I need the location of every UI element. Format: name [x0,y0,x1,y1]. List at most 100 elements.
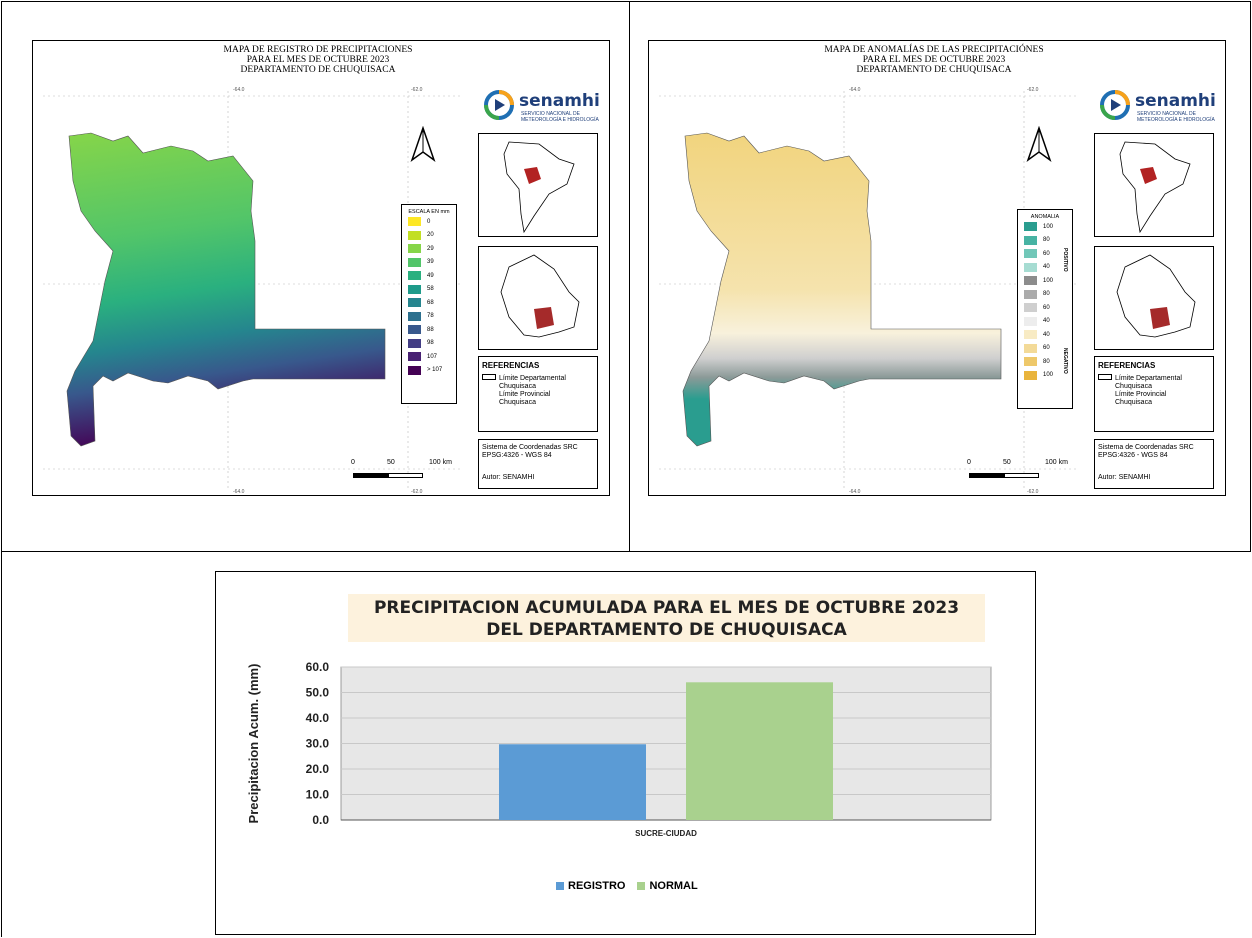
chart-title-box: PRECIPITACION ACUMULADA PARA EL MES DE O… [348,594,985,642]
legend-value: 0 [427,218,431,225]
y-axis-label: Precipitacion Acum. (mm) [246,664,261,824]
tick-label: -64.0 [233,87,245,93]
y-tick-label: 20.0 [306,762,330,776]
bar-registro [499,744,646,820]
legend-title: ESCALA EN mm [408,209,450,215]
legend-swatch [1024,357,1037,367]
legend-value: 20 [427,232,434,239]
ref-dept: Límite Departamental [499,375,566,382]
references-box: REFERENCIAS Límite Departamental Chuquis… [478,356,598,432]
ref-prov-sub: Chuquisaca [499,399,536,406]
map-title: MAPA DE ANOMALÍAS DE LAS PRECIPITACIÓNES… [794,45,1074,75]
legend-row: 100 [1018,274,1072,288]
y-tick-label: 60.0 [306,660,330,674]
legend-row: 0 [402,215,456,229]
legend-label: REGISTRO [568,880,626,892]
legend-value: 98 [427,340,434,347]
legend-row: 80 [1018,234,1072,248]
coord-line-2: EPSG:4326 - WGS 84 [1098,452,1168,459]
legend-row: 58 [402,283,456,297]
legend-row: 98 [402,337,456,351]
legend-swatch [408,352,421,362]
legend-swatch [1024,343,1037,353]
coordinate-box: Sistema de Coordenadas SRC EPSG:4326 - W… [478,439,598,489]
ref-prov-sub: Chuquisaca [1115,399,1152,406]
tick-label: -62.0 [1027,87,1039,93]
legend-row: 60 [1018,247,1072,261]
legend-value: 60 [1043,304,1050,311]
legend-row: 40 [1018,328,1072,342]
scale-label-0: 0 [351,459,355,466]
legend-row: 40 [1018,261,1072,275]
legend-swatch [408,230,421,240]
ref-prov: Límite Provincial [1115,391,1167,398]
legend-value: 49 [427,272,434,279]
legend-value: > 107 [427,367,443,374]
map-title-line-3: DEPARTAMENTO DE CHUQUISACA [240,65,396,75]
scale-label-0: 0 [967,459,971,466]
tick-label: -64.0 [233,489,245,495]
legend-value: 58 [427,286,434,293]
legend-item-normal: NORMAL [637,880,698,892]
legend-row: 20 [402,229,456,243]
precipitation-chart: PRECIPITACION ACUMULADA PARA EL MES DE O… [215,571,1036,935]
legend-row: 39 [402,256,456,270]
map-canvas [659,91,1079,491]
legend-value: 100 [1043,277,1054,284]
legend-value: 39 [427,259,434,266]
legend-value: 40 [1043,331,1050,338]
scale-label-50: 50 [1003,459,1011,466]
scale-bar: 0 50 100 km [351,459,461,483]
logo-text: senamhi [519,91,600,111]
chuquisaca-region [66,132,386,447]
map-title-line-2: PARA EL MES DE OCTUBRE 2023 [246,55,390,65]
legend-swatch [1024,235,1037,245]
legend-value: 80 [1043,358,1050,365]
bar-normal [686,682,833,820]
bolivia-inset [1094,246,1214,350]
ref-dept: Límite Departamental [1115,375,1182,382]
coord-line-1: Sistema de Coordenadas SRC [1098,444,1194,451]
legend-row: 40 [1018,315,1072,329]
map-title-line-1: MAPA DE ANOMALÍAS DE LAS PRECIPITACIÓNES [824,45,1044,55]
scale-label-100: 100 km [1045,459,1068,466]
south-america-inset [1094,133,1214,237]
legend-row: 80 [1018,355,1072,369]
logo-sub-2: METEOROLOGÍA E HIDROLOGÍA [521,117,599,123]
legend-swatch [408,338,421,348]
references-box: REFERENCIAS Límite Departamental Chuquis… [1094,356,1214,432]
tick-label: -62.0 [411,87,423,93]
legend-value: 60 [1043,250,1050,257]
legend-row: 100 [1018,220,1072,234]
logo-sub-1: SERVICIO NACIONAL DE [521,111,580,117]
legend-row: 80 [1018,288,1072,302]
legend-swatch [408,217,421,227]
legend-row: 100 [1018,369,1072,383]
y-tick-label: 30.0 [306,737,330,751]
bottom-cell [1,551,1251,937]
legend-swatch [408,311,421,321]
legend-row: > 107 [402,364,456,378]
ref-dept-sub: Chuquisaca [1115,383,1152,390]
tick-label: -64.0 [849,87,861,93]
author: Autor: SENAMHI [482,474,535,481]
y-tick-label: 40.0 [306,711,330,725]
coord-line-1: Sistema de Coordenadas SRC [482,444,578,451]
logo-text: senamhi [1135,91,1216,111]
legend-item-registro: REGISTRO [556,880,625,892]
x-tick-label: SUCRE-CIUDAD [635,829,697,838]
south-america-inset [478,133,598,237]
legend-value: 107 [427,353,438,360]
chart-title: PRECIPITACION ACUMULADA PARA EL MES DE O… [373,598,960,618]
precipitation-map: MAPA DE REGISTRO DE PRECIPITACIONES PARA… [32,40,610,496]
logo-sub-1: SERVICIO NACIONAL DE [1137,111,1196,117]
legend-value: 100 [1043,223,1054,230]
positive-label: POSITIVO [1062,248,1068,272]
legend-row: 49 [402,269,456,283]
legend-swatch [408,365,421,375]
legend-value: 80 [1043,237,1050,244]
